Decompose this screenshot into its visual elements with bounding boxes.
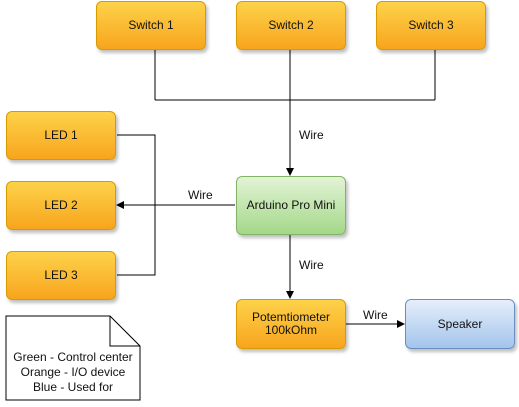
led-3-label: LED 3 — [44, 268, 78, 282]
legend-note-fold — [109, 316, 140, 347]
switch-3-node[interactable]: Switch 3 — [376, 1, 486, 50]
potentiometer-label-line2: 100kOhm — [264, 323, 318, 337]
wire-label-switches: Wire — [299, 128, 324, 142]
wire-label-speaker: Wire — [363, 308, 388, 322]
led1-wire — [117, 134, 156, 276]
switch-2-label: Switch 2 — [268, 18, 314, 32]
legend-line-3: Blue - Used for — [32, 380, 114, 394]
legend-note-shape — [5, 315, 141, 401]
led-1-label: LED 1 — [44, 128, 78, 142]
switch-2-node[interactable]: Switch 2 — [236, 1, 346, 50]
switch-3-label: Switch 3 — [408, 18, 454, 32]
speaker-node[interactable]: Speaker — [405, 299, 515, 349]
led-3-node[interactable]: LED 3 — [6, 251, 116, 300]
arduino-node[interactable]: Arduino Pro Mini — [236, 176, 346, 235]
switch-1-node[interactable]: Switch 1 — [96, 1, 206, 50]
legend: Green - Control center Orange - I/O devi… — [6, 350, 140, 396]
switch-1-label: Switch 1 — [128, 18, 174, 32]
legend-line-1: Green - Control center — [13, 350, 133, 364]
legend-line-2: Orange - I/O device — [20, 365, 126, 379]
led-2-label: LED 2 — [44, 198, 78, 212]
led-2-node[interactable]: LED 2 — [6, 181, 116, 230]
wire-label-leds: Wire — [188, 188, 213, 202]
potentiometer-label-line1: Potemtiometer — [251, 310, 331, 324]
speaker-label: Speaker — [437, 316, 483, 331]
led-1-node[interactable]: LED 1 — [6, 111, 116, 160]
arduino-label: Arduino Pro Mini — [246, 198, 336, 212]
wire-label-potentiometer: Wire — [299, 258, 324, 272]
potentiometer-node[interactable]: Potemtiometer 100kOhm — [236, 299, 346, 349]
